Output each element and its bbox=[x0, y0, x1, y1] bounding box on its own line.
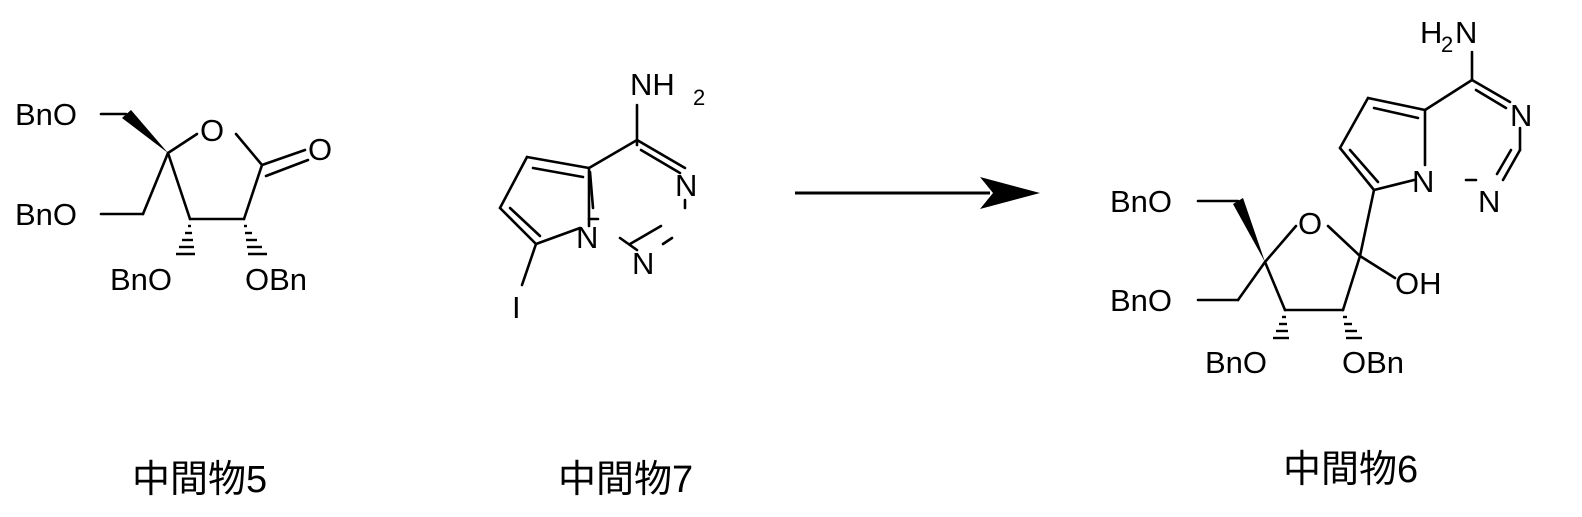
compound-7-n-right: N bbox=[675, 168, 697, 203]
compound-5-bno-middle: BnO bbox=[15, 197, 77, 232]
compound-7-iodo: I bbox=[512, 290, 521, 325]
compound-7-n-bridge: N bbox=[576, 220, 598, 255]
compound-6-amine-h: H bbox=[1420, 15, 1442, 50]
compound-6-amine-n: N bbox=[1455, 15, 1477, 50]
compound-5-obn-c2: OBn bbox=[245, 262, 307, 297]
compound-7-n-bottom: N bbox=[632, 246, 654, 281]
compound-5-bno-top: BnO bbox=[15, 97, 77, 132]
compound-5-ring-oxygen: O bbox=[200, 113, 224, 148]
compound-7-caption: 中間物7 bbox=[558, 459, 693, 501]
compound-6-obn-c2: OBn bbox=[1342, 345, 1404, 380]
compound-6-ring-oxygen: O bbox=[1298, 206, 1322, 241]
compound-6-bno-middle: BnO bbox=[1110, 283, 1172, 318]
reaction-arrow bbox=[795, 177, 1040, 209]
compound-5-carbonyl-oxygen: O bbox=[308, 132, 332, 167]
compound-6-bno-c3: BnO bbox=[1205, 345, 1267, 380]
compound-6-amine-h2-subscript: 2 bbox=[1441, 32, 1453, 57]
compound-5-caption: 中間物5 bbox=[132, 459, 267, 501]
compound-6-oh: OH bbox=[1395, 266, 1442, 301]
compound-5-structure: O O BnO BnO BnO OBn bbox=[15, 97, 332, 297]
compound-7-structure: NH 2 N N N I bbox=[500, 67, 705, 325]
compound-6-bno-top: BnO bbox=[1110, 184, 1172, 219]
compound-5-bno-c3: BnO bbox=[110, 262, 172, 297]
compound-6-n-right: N bbox=[1510, 98, 1532, 133]
compound-7-amine-nh: NH bbox=[630, 67, 675, 102]
compound-7-amine-h2-subscript: 2 bbox=[693, 85, 705, 110]
compound-6-n-bottom: N bbox=[1478, 184, 1500, 219]
compound-6-caption: 中間物6 bbox=[1283, 449, 1418, 491]
compound-6-structure: H 2 N N N N O OH BnO BnO BnO OBn bbox=[1110, 15, 1532, 380]
compound-6-n-bridge: N bbox=[1412, 164, 1434, 199]
